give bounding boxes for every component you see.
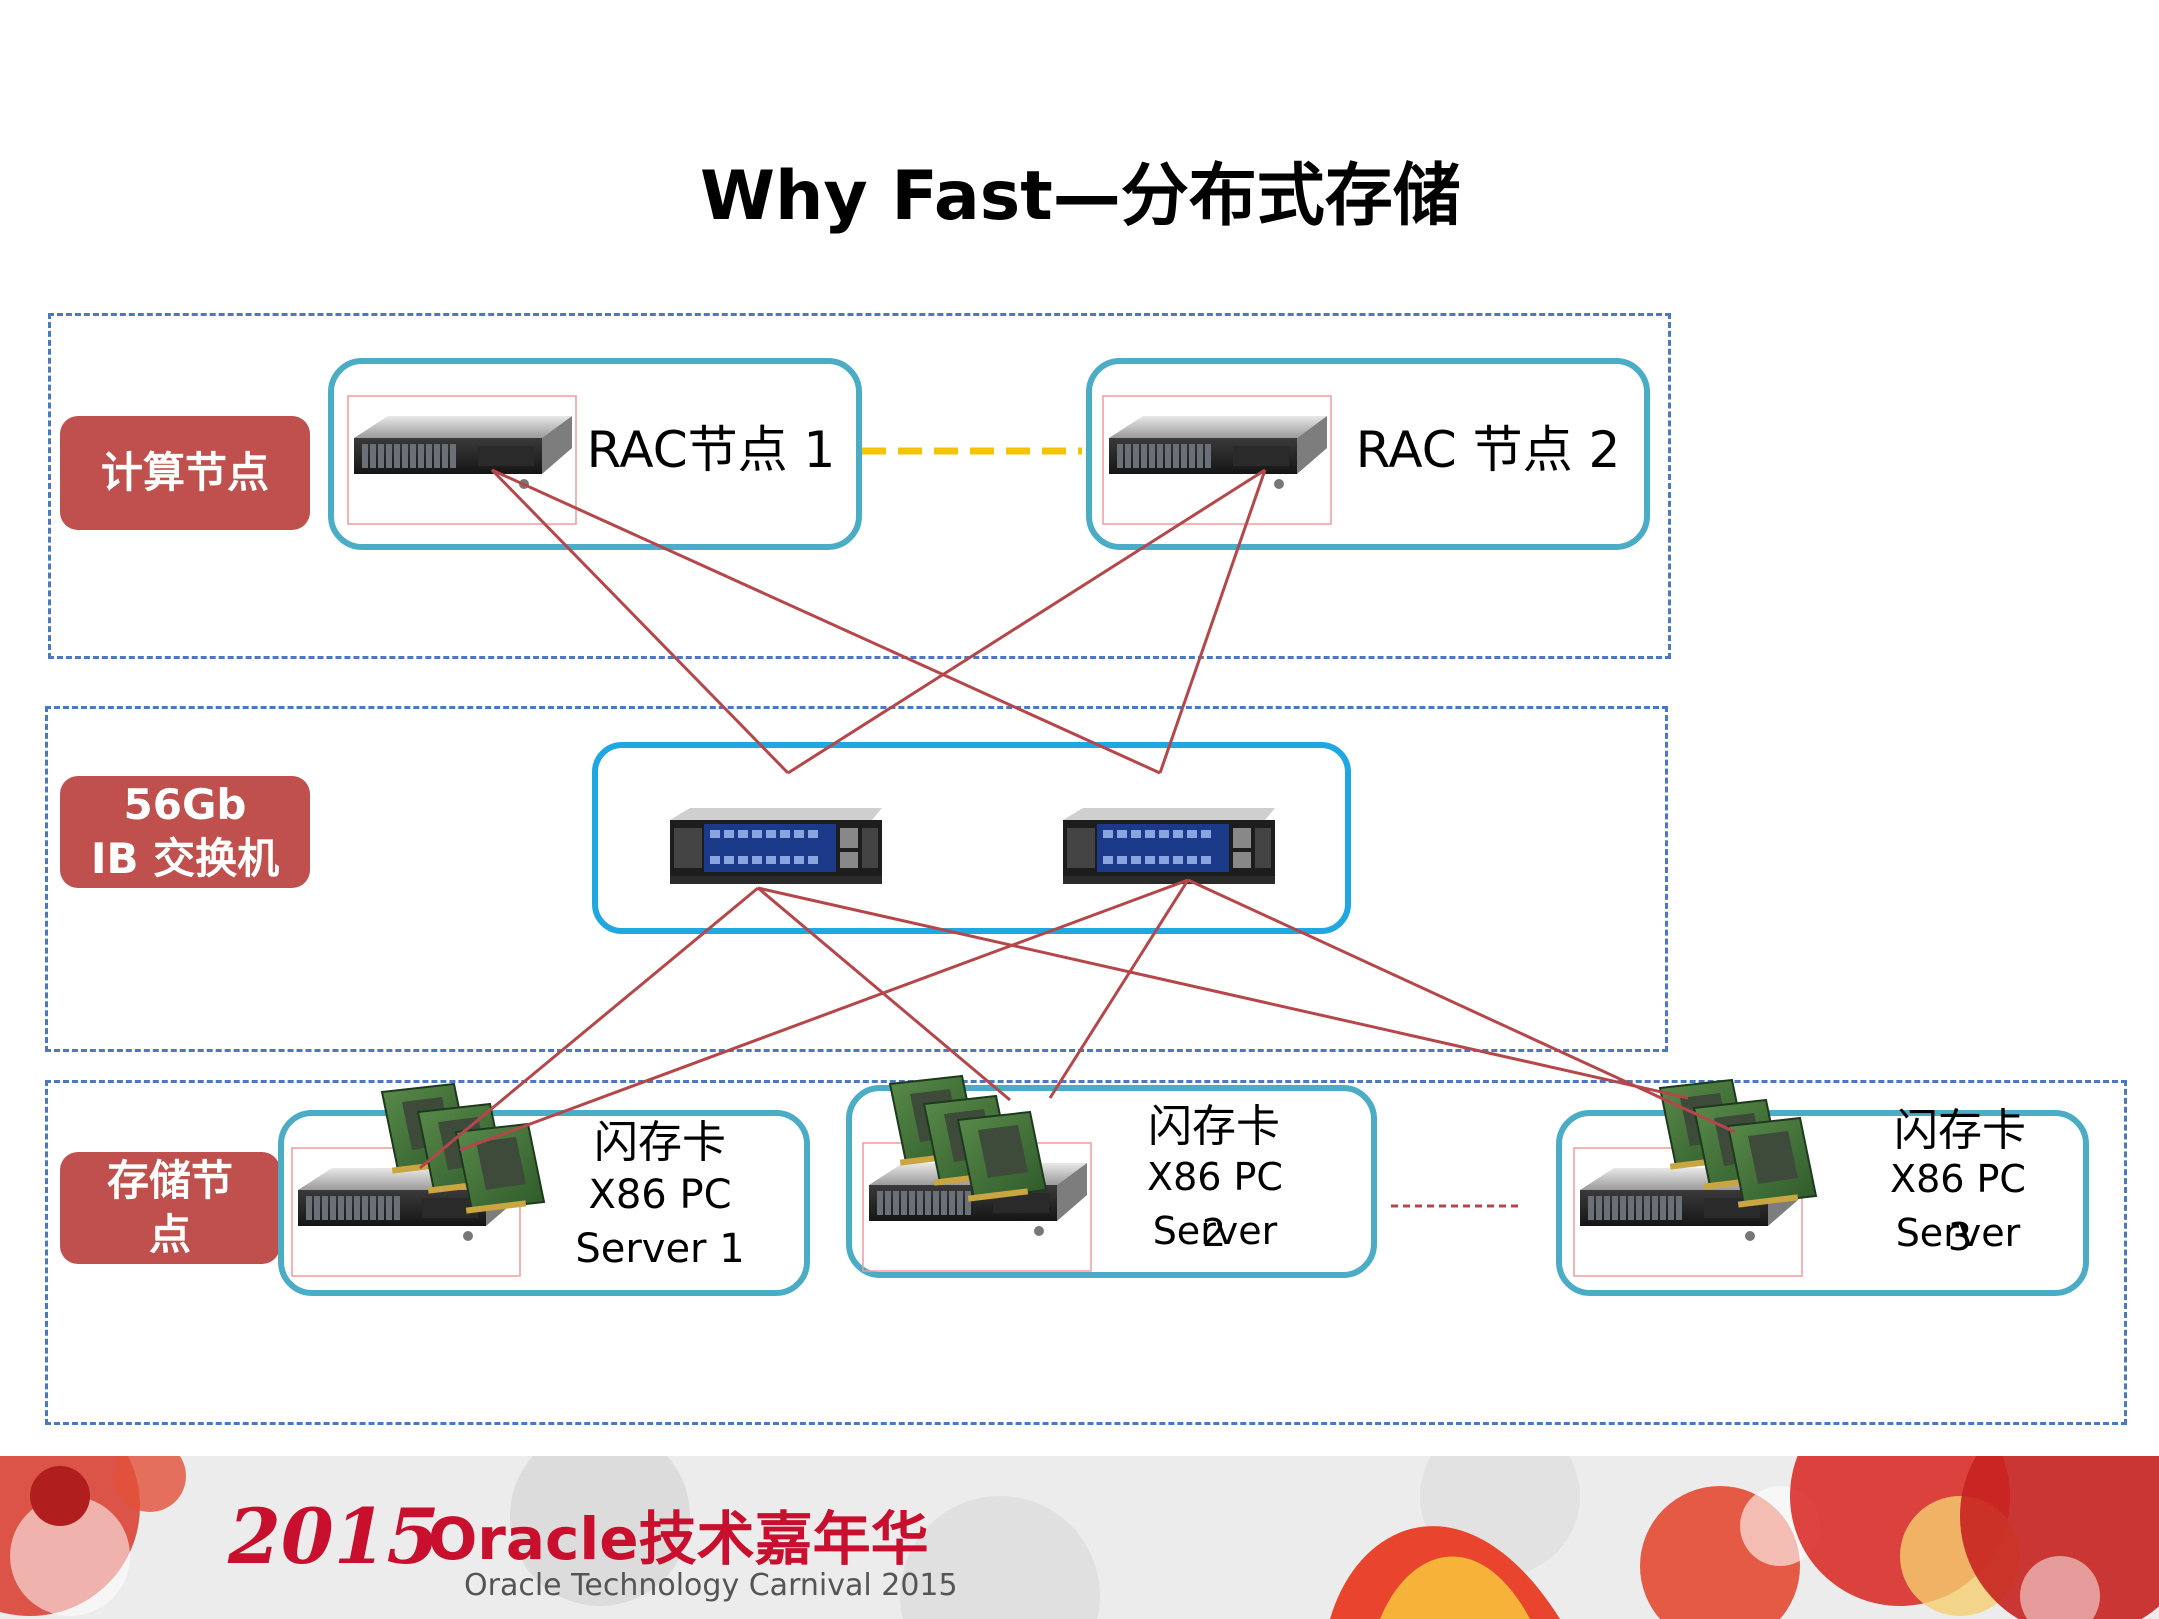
link-rac1-switch1 [490, 468, 790, 775]
compute-node-tag-label: 计算节点 [100, 448, 269, 497]
rac-node-2-box [1086, 358, 1650, 550]
link-switch2-storage1 [459, 878, 1189, 1152]
link-switch2-storage3 [1187, 878, 1736, 1134]
link-rac2-switch1 [787, 468, 1266, 775]
storage-node-2-line1: X86 PC Server [1147, 1155, 1283, 1253]
storage-node-3-line2: 3 [1947, 1215, 1973, 1259]
flash-card-2c-icon [957, 1111, 1047, 1203]
footer-brand: Oracle技术嘉年华 [428, 1505, 929, 1573]
rac-server-2-icon [1102, 395, 1332, 525]
link-rac1-switch2 [491, 468, 1161, 775]
compute-zone [48, 313, 1671, 659]
storage-node-3-line1: X86 PC Server [1890, 1157, 2026, 1255]
storage-node-2-card-label: 闪存卡 [1148, 1101, 1280, 1152]
link-switch1-storage3 [757, 886, 1689, 1100]
storage-node-tag-line2: 点 [148, 1210, 191, 1259]
storage-node-1-line2: Server 1 [575, 1226, 745, 1272]
footer-subtitle: Oracle Technology Carnival 2015 [464, 1568, 958, 1603]
storage-node-1-line1: X86 PC [588, 1172, 732, 1218]
rac-node-1-label: RAC节点 1 [586, 421, 836, 479]
storage-node-3-box [1556, 1110, 2089, 1296]
slide-title: Why Fast—分布式存储 [700, 157, 1461, 236]
rac-server-1-icon [347, 395, 577, 525]
compute-node-tag: 计算节点 [60, 416, 310, 530]
flash-card-1c-icon [455, 1123, 545, 1215]
flash-card-3c-icon [1727, 1117, 1817, 1209]
ib-switch-1-icon [670, 808, 882, 884]
storage-node-1-box [278, 1110, 810, 1296]
diagram-graphics [291, 395, 1817, 1277]
rac-node-2-label: RAC 节点 2 [1355, 421, 1621, 479]
storage-node-1-card-label: 闪存卡 [594, 1117, 726, 1168]
ib-switch-tag-line1: 56Gb [123, 780, 247, 829]
link-switch2-storage2 [1048, 879, 1190, 1099]
footer-year: 2015 [228, 1492, 440, 1581]
storage-node-tag-line1: 存储节 [106, 1156, 233, 1205]
storage-node-2-box [846, 1085, 1377, 1278]
link-rac2-switch2 [1158, 469, 1267, 774]
link-switch1-storage1 [419, 886, 759, 1170]
footer-banner: 2015 Oracle技术嘉年华 Oracle Technology Carni… [0, 1456, 2159, 1619]
switch-zone [45, 706, 1668, 1052]
footer-decoration [0, 1456, 2159, 1619]
storage-node-2-line2: 2 [1201, 1211, 1227, 1255]
ib-switch-2-icon [1063, 808, 1275, 884]
ib-switch-tag-line2: IB 交换机 [90, 834, 280, 883]
ib-switch-box [592, 742, 1351, 934]
storage-zone [45, 1080, 2127, 1425]
storage-node-tag: 存储节 点 [60, 1152, 280, 1264]
ib-switch-tag: 56Gb IB 交换机 [60, 776, 310, 888]
rac-node-1-box [328, 358, 862, 550]
storage-node-3-card-label: 闪存卡 [1894, 1105, 2026, 1156]
